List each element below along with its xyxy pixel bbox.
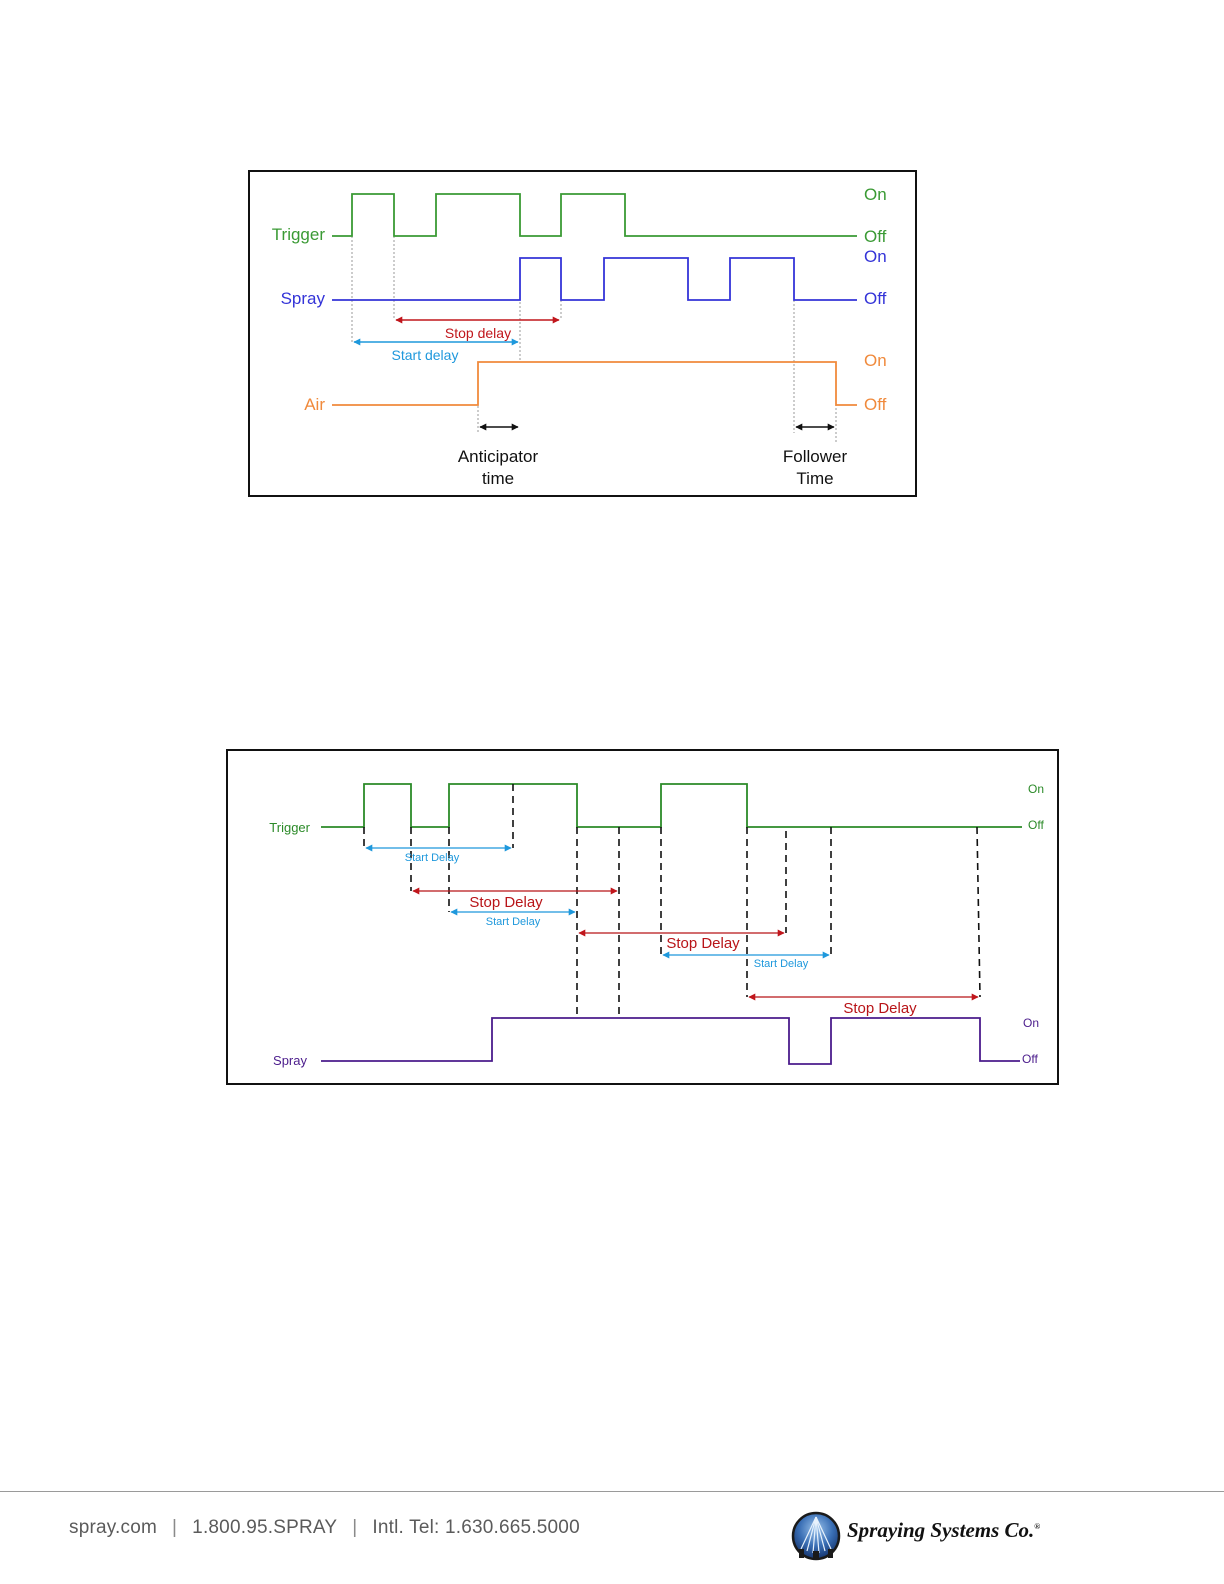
trigger-off-label: Off [864,227,887,246]
trigger-waveform [332,194,857,236]
start-delay-label: Start delay [392,347,459,363]
air-on-label: On [864,351,887,370]
air-waveform [332,362,857,405]
diagram-1-anticipator-follower: Trigger On Off Spray On Off Stop delay S… [249,171,916,496]
trigger-label-2: Trigger [269,820,310,835]
spray-label: Spray [281,289,326,308]
diagram-2-frame [227,750,1058,1084]
footer-separator: | [337,1517,372,1538]
footer-phone: 1.800.95.SPRAY [192,1517,337,1538]
diagram-2-event-lines [364,784,980,1017]
spray-label-2: Spray [273,1053,307,1068]
anticipator-label-line2: time [482,469,514,488]
spray-off-label-2: Off [1022,1052,1038,1066]
spray-on-label-2: On [1023,1016,1039,1030]
trigger-on-label: On [864,185,887,204]
trigger-label: Trigger [272,225,326,244]
air-off-label: Off [864,395,887,414]
trigger-on-label-2: On [1028,782,1044,796]
company-logo: Spraying Systems Co.® [791,1509,1061,1563]
trigger-waveform-2 [321,784,1022,827]
footer-contact: spray.com|1.800.95.SPRAY|Intl. Tel: 1.63… [69,1517,580,1539]
stop-delay-label: Stop delay [445,325,511,341]
spray-off-label: Off [864,289,887,308]
company-name: Spraying Systems Co.® [847,1518,1040,1543]
stop-delay-label-3: Stop Delay [843,1000,917,1017]
spray-waveform-2 [321,1018,1020,1064]
air-label: Air [304,395,325,414]
footer-separator: | [157,1517,192,1538]
follower-label-line2: Time [796,469,833,488]
anticipator-label-line1: Anticipator [458,447,539,466]
stop-delay-label-2: Stop Delay [666,935,740,952]
footer-website-link[interactable]: spray.com [69,1517,157,1538]
start-delay-label-1: Start Delay [405,852,460,864]
stop-delay-label-1: Stop Delay [469,894,543,911]
start-delay-label-2: Start Delay [486,916,541,928]
follower-label-line1: Follower [783,447,848,466]
footer-divider [0,1491,1224,1492]
spray-waveform [332,258,857,300]
timing-diagrams: Trigger On Off Spray On Off Stop delay S… [0,0,1224,1490]
footer-intl-phone: Intl. Tel: 1.630.665.5000 [372,1517,579,1538]
spray-on-label: On [864,247,887,266]
diagram-1-guides [352,236,836,443]
diagram-2-start-stop-delays: Trigger On Off Start Delay Stop Delay St… [227,750,1058,1084]
trigger-off-label-2: Off [1028,818,1044,832]
spray-nozzle-globe-icon [791,1509,841,1563]
start-delay-label-3: Start Delay [754,958,809,970]
